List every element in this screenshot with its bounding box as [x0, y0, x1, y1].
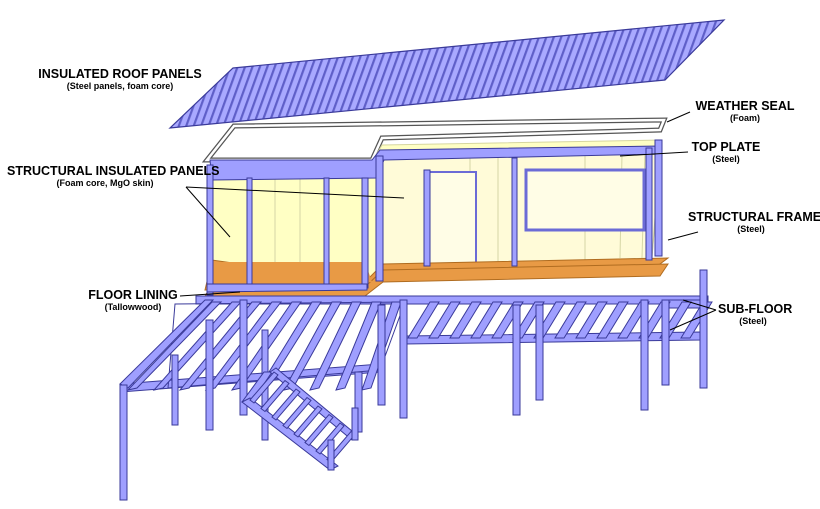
- label-subfloor-sub: (Steel): [739, 316, 767, 327]
- label-roof: INSULATED ROOF PANELS (Steel panels, foa…: [26, 67, 214, 92]
- stair-tread: [293, 405, 323, 438]
- label-sip-sub: (Foam core, MgO skin): [56, 178, 154, 189]
- roof-panel: [168, 19, 726, 129]
- sub-floor-joist: [449, 301, 482, 339]
- stair-tread: [282, 396, 312, 430]
- label-weather-seal: WEATHER SEAL (Foam): [690, 99, 800, 124]
- stairs: [241, 367, 359, 471]
- sub-floor-joist: [428, 301, 461, 339]
- label-frame-sub: (Steel): [737, 224, 765, 235]
- sub-floor-joist: [407, 301, 440, 339]
- label-topplate-sub: (Steel): [712, 154, 740, 165]
- sub-floor-joist: [335, 301, 382, 391]
- structural-frame: [206, 139, 663, 296]
- leader-lines: [179, 111, 717, 331]
- sub-floor-joist: [126, 301, 223, 391]
- label-subfloor-title: SUB-FLOOR: [718, 302, 793, 316]
- label-roof-title: INSULATED ROOF PANELS: [38, 67, 202, 81]
- label-frame-title: STRUCTURAL FRAME: [688, 210, 820, 224]
- label-floor-sub: (Tallowwood): [104, 302, 162, 313]
- sub-floor-joist: [470, 301, 503, 339]
- label-top-plate: TOP PLATE (Steel): [688, 140, 764, 165]
- stair-tread: [304, 413, 334, 447]
- label-sub-floor: SUB-FLOOR (Steel): [718, 302, 793, 327]
- label-seal-sub: (Foam): [730, 113, 760, 124]
- weather-seal: [201, 117, 668, 163]
- label-seal-title: WEATHER SEAL: [695, 99, 795, 113]
- sub-floor-joist: [596, 301, 629, 339]
- label-structural-frame: STRUCTURAL FRAME (Steel): [688, 210, 820, 235]
- sub-floor-joist: [554, 301, 587, 339]
- label-sip: STRUCTURAL INSULATED PANELS (Foam core, …: [7, 164, 220, 189]
- sub-floor-joist: [309, 301, 362, 391]
- stair-tread: [249, 371, 279, 404]
- label-floor-lining: FLOOR LINING (Tallowwood): [86, 288, 180, 313]
- label-roof-sub: (Steel panels, foam core): [66, 81, 174, 92]
- stair-tread: [315, 422, 345, 455]
- sub-floor: [119, 269, 713, 501]
- label-sip-title: STRUCTURAL INSULATED PANELS: [7, 164, 220, 178]
- stair-tread: [260, 379, 290, 413]
- label-topplate-title: TOP PLATE: [691, 140, 761, 154]
- label-floor-title: FLOOR LINING: [88, 288, 178, 302]
- stair-tread: [271, 388, 301, 421]
- sub-floor-joist: [575, 301, 608, 339]
